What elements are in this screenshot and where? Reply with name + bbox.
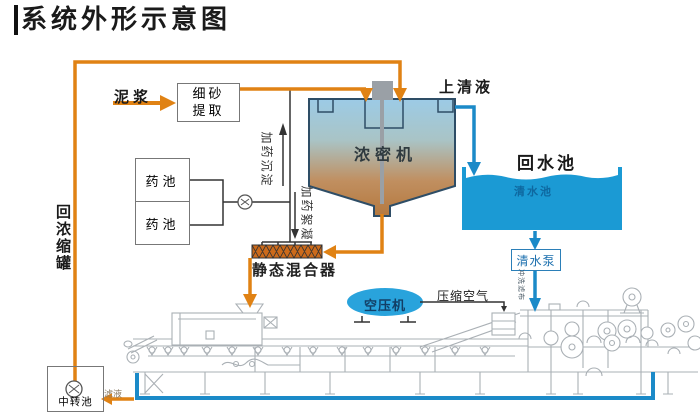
air-compressor-shape — [347, 288, 423, 323]
static-mixer-shape — [251, 241, 323, 259]
chemical-tank-2: 药池 — [145, 216, 180, 232]
thickener-tank — [308, 81, 456, 217]
dosing-lines — [188, 89, 505, 306]
transfer-pump-icon-blades — [68, 384, 80, 394]
thickener-label: 浓密机 — [354, 147, 418, 164]
mixer-out-arrowhead — [243, 294, 257, 308]
supernatant-arrowhead — [467, 162, 481, 176]
page-title: 系统外形示意图 — [14, 5, 231, 35]
clear-water-pool-label: 清水池 — [514, 186, 553, 198]
sand-extractor-box: 细砂 提取 — [177, 83, 240, 122]
transfer-pool-label: 中转池 — [58, 397, 93, 408]
supernatant-label: 上清液 — [439, 80, 494, 96]
tank-corner-notches — [317, 99, 454, 113]
return-thickening-tank-label: 回浓缩罐 — [54, 204, 70, 272]
sand-extractor-label-line1: 细砂 — [192, 86, 225, 102]
agitator-shaft — [380, 100, 384, 204]
dosing-flocculation-label: 加药絮凝 — [299, 185, 314, 242]
dosing-pump-icon-blades — [240, 198, 250, 206]
pump-outlet-arrowhead — [529, 298, 541, 312]
mud-arrowhead — [160, 95, 176, 111]
dosing-sedimentation-label: 加药沉淀 — [259, 131, 274, 188]
chemical-tank-1: 药池 — [136, 159, 189, 202]
drive-motor — [372, 81, 393, 100]
slurry-pipes — [73, 60, 402, 401]
air-compressor-label: 空压机 — [363, 298, 406, 313]
underflow-arrowhead — [323, 245, 336, 259]
air-arrowhead — [501, 306, 507, 312]
return-pool-label: 回水池 — [517, 154, 577, 173]
compressed-air-label: 压缩空气 — [437, 289, 490, 303]
belt-filter-press-drawing — [123, 287, 700, 395]
sand-extractor-label-line2: 提取 — [192, 102, 225, 118]
mud-label: 泥浆 — [114, 90, 153, 106]
chemical-tanks-box: 药池 药池 — [135, 158, 190, 245]
filtrate-label: 滤液 — [104, 389, 123, 399]
pool-outlet-arrowhead — [529, 238, 541, 250]
transfer-pool-box: 中转池 — [47, 366, 104, 412]
filtrate-arrowhead — [101, 393, 112, 405]
return-water-pool-shape — [462, 167, 622, 230]
recycle-arrowhead — [393, 88, 407, 102]
sand-feed-arrowhead — [359, 88, 373, 102]
flush-filter-cloth-label: 冲洗滤布 — [517, 269, 525, 301]
dosing-up-arrowhead — [279, 123, 287, 135]
clear-water-pump-box: 清水泵 — [511, 249, 561, 271]
dosing-down-arrowhead — [291, 229, 299, 239]
static-mixer-label: 静态混合器 — [252, 263, 338, 279]
